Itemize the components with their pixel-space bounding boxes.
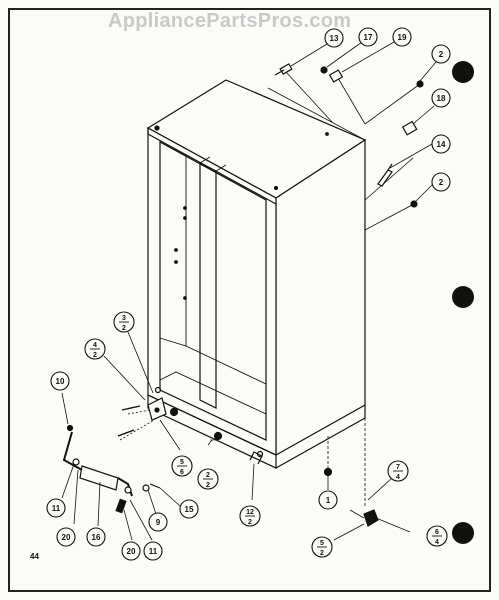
callout-bottom-number: 4 [435,539,439,546]
callout-top-number: 5 [320,540,324,547]
callout-label: 2 [439,50,444,59]
callout-11: 11 [46,498,66,518]
callout-18: 18 [431,88,451,108]
bushing-18 [401,120,418,136]
callout-label: 14 [437,140,446,149]
callout-13: 13 [324,28,344,48]
callout-label: 16 [92,533,101,542]
callout-label: 11 [149,547,158,556]
callout-top-number: 2 [206,472,210,479]
callout-top-number: 7 [396,464,400,471]
callout-label: 15 [185,505,194,514]
roller-1 [323,467,333,477]
callout-label: 18 [437,94,446,103]
callout-10: 10 [50,371,70,391]
callout-top-number: 6 [435,529,439,536]
roller-wheel-assembly [363,509,379,527]
callout-label: 20 [62,533,71,542]
callout-20: 20 [121,541,141,561]
clamp-10 [66,424,74,432]
page-number: 44 [30,552,39,561]
hinge-bracket-14 [377,163,393,187]
leveling-leg-bracket [147,397,167,421]
callout-4-2: 42 [84,338,106,360]
page-border [8,8,491,592]
fitting-9 [142,484,150,492]
binder-hole-top [452,61,474,83]
callout-9: 9 [148,512,168,532]
callout-bottom-number: 2 [320,550,324,557]
washer-17 [320,66,328,74]
callout-bottom-number: 2 [122,325,126,332]
callout-20: 20 [56,527,76,547]
callout-label: 11 [52,504,61,513]
callout-16: 16 [86,527,106,547]
nut-2-upper [416,80,424,88]
callout-bottom-number: 2 [93,352,97,359]
callout-bottom-number: 6 [180,469,184,476]
callout-bottom-number: 2 [248,519,252,526]
callout-label: 10 [56,377,65,386]
callout-label: 17 [364,33,373,42]
callout-2: 2 [431,172,451,192]
callout-bottom-number: 2 [206,482,210,489]
callout-2: 2 [431,44,451,64]
callout-19: 19 [392,27,412,47]
callout-1: 1 [318,490,338,510]
callout-12-2: 122 [239,505,261,527]
callout-label: 2 [439,178,444,187]
callout-label: 1 [326,496,331,505]
callout-label: 19 [398,33,407,42]
callout-5-6: 56 [171,455,193,477]
nut-2-lower [410,200,418,208]
callout-top-number: 12 [246,509,254,516]
watermark-text: AppliancePartsPros.com [108,10,352,32]
screw-13 [274,63,293,76]
callout-2-2: 22 [197,468,219,490]
callout-17: 17 [358,27,378,47]
callout-11: 11 [143,541,163,561]
drain-hose-16 [62,431,133,514]
callout-14: 14 [431,134,451,154]
callout-15: 15 [179,499,199,519]
callout-label: 13 [330,34,339,43]
callout-5-2: 52 [311,536,333,558]
callout-label: 20 [127,547,136,556]
bushing-19 [328,69,344,83]
callout-6-4: 64 [426,525,448,547]
cabinet-inner-opening [159,140,267,441]
binder-hole-middle [452,286,474,308]
callout-label: 9 [156,518,161,527]
callout-top-number: 3 [122,315,126,322]
binder-hole-bottom [452,522,474,544]
callout-3-2: 32 [113,311,135,333]
callout-top-number: 5 [180,459,184,466]
callout-bottom-number: 4 [396,474,400,481]
callout-7-4: 74 [387,460,409,482]
callout-top-number: 4 [93,342,97,349]
